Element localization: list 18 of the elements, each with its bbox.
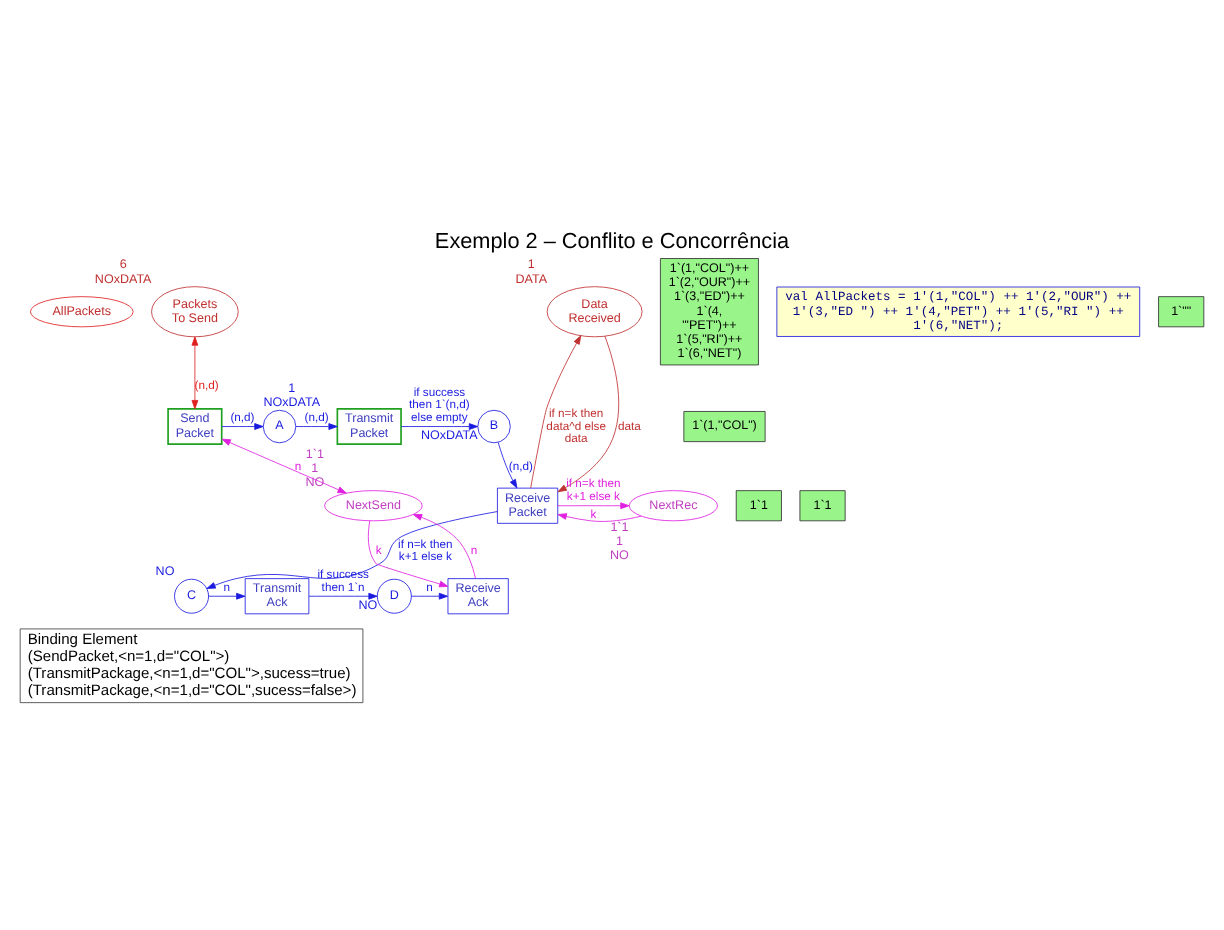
arrow [191,336,199,410]
arrow [400,423,479,430]
arrow [497,442,518,489]
arrow [557,513,642,522]
arrow [295,423,338,430]
node-box: Binding Element (SendPacket,<n=1,d="COL">) (TransmitPackage,<n=1,d="COL">,sucess=true) (TransmitPackage,<n=1,d="COL",sucess=false>) [19,628,364,704]
arrow [557,335,620,493]
diagram-title: Exemplo 2 – Conflito e Concorrência [434,230,790,255]
arrow [208,592,246,600]
arrow [410,592,449,600]
arrow [221,438,347,494]
arrow [221,423,264,430]
arrow [308,592,378,600]
arrow [206,511,498,589]
arrow [530,335,582,489]
arrow [367,520,449,588]
arrow [412,514,476,579]
arrow [557,502,630,510]
